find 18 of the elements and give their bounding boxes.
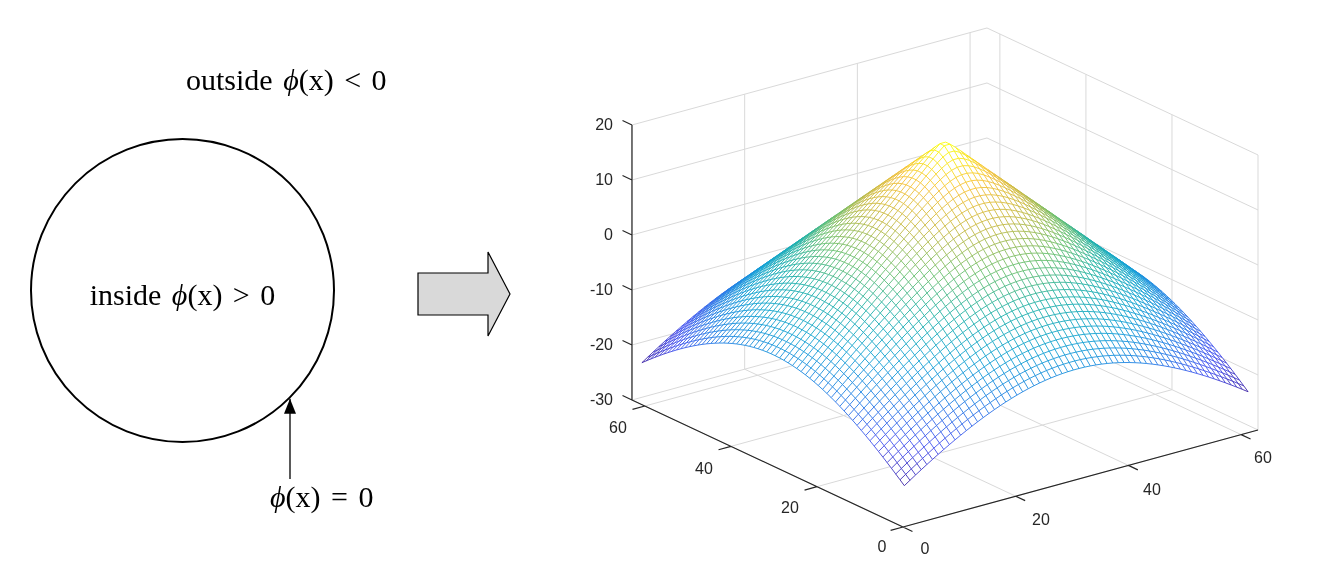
tick-label: 10 [595, 171, 613, 189]
tick-label: 0 [877, 538, 887, 556]
tick-label: 60 [609, 419, 627, 437]
tick-label: 40 [695, 460, 713, 478]
tick-label: -10 [589, 281, 613, 299]
region-label: inside ϕ(x) > 0 [89, 276, 276, 313]
tick-label: -20 [589, 336, 613, 354]
tick-label: 20 [595, 116, 613, 134]
tick-label: 0 [604, 226, 613, 244]
tick-label: 60 [1254, 449, 1272, 467]
tick-label: -30 [589, 391, 613, 409]
tick-label: 0 [920, 540, 930, 558]
tick-label: 20 [1032, 511, 1050, 529]
equation-label: ϕ(x) = 0 [270, 479, 374, 515]
tick-label: 20 [781, 499, 799, 517]
region-label: outside ϕ(x) < 0 [186, 62, 387, 98]
circle-boundary [30, 138, 335, 443]
tick-label: 40 [1143, 481, 1161, 499]
